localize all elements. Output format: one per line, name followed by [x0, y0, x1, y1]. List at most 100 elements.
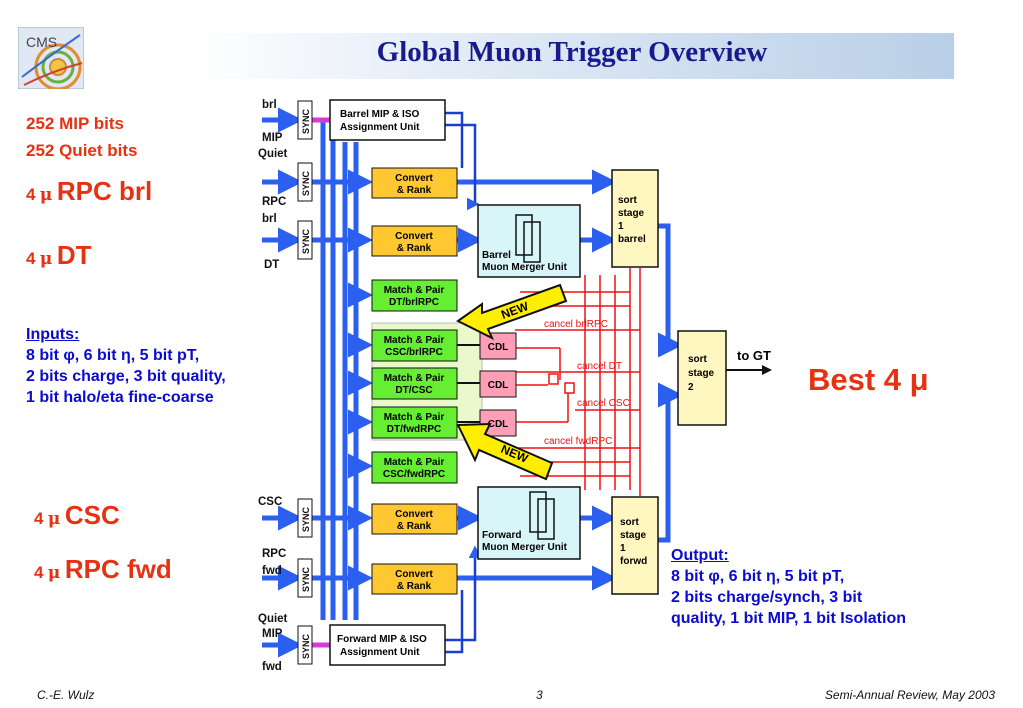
csc-text: CSC — [64, 500, 120, 530]
inputs-block: Inputs: 8 bit φ, 6 bit η, 5 bit pT, 2 bi… — [26, 324, 226, 408]
to-gt-label: to GT — [737, 348, 771, 363]
sort-stage-2-labels: sort stage 2 — [688, 354, 715, 393]
forward-mip-text-2: Assignment Unit — [340, 647, 420, 658]
quiet-bits-label: 252 Quiet bits — [26, 141, 138, 160]
input-label-fwd-2: fwd — [262, 661, 282, 673]
barrel-merger-text-2: Muon Merger Unit — [482, 262, 568, 273]
sort-label: sort — [618, 195, 638, 206]
sync-label: SYNC — [301, 108, 311, 134]
rpc-brl-label: 4 μ RPC brl — [26, 176, 152, 209]
dt-label: 4 μ DT — [26, 240, 92, 273]
title-band — [190, 33, 954, 79]
input-label-rpc: RPC — [262, 196, 286, 208]
barrel-mip-text-2: Assignment Unit — [340, 122, 420, 133]
sync-boxes — [297, 100, 313, 665]
match-pair-label: DT/CSC — [395, 385, 432, 396]
cms-logo: CMS — [17, 26, 85, 91]
cancel-gate — [548, 373, 559, 385]
input-labels: brl MIP Quiet RPC brl DT CSC RPC fwd Qui… — [258, 99, 288, 673]
sort-label: 1 — [620, 543, 626, 554]
sort-label: stage — [688, 368, 715, 379]
mip-lines — [445, 111, 482, 654]
output-line-3: quality, 1 bit MIP, 1 bit Isolation — [671, 610, 906, 627]
inputs-line-2: 2 bits charge, 3 bit quality, — [26, 368, 226, 385]
forward-merger-text-1: Forward — [482, 530, 521, 541]
sort-label: 1 — [618, 221, 624, 232]
footer-author: C.-E. Wulz — [37, 688, 95, 702]
sync-label: SYNC — [301, 170, 311, 196]
dt-text: DT — [56, 240, 92, 270]
forward-merger-unit — [477, 486, 581, 560]
sync-labels: SYNC SYNC SYNC SYNC SYNC SYNC — [301, 108, 311, 659]
inputs-heading: Inputs: — [26, 326, 80, 343]
page-title: Global Muon Trigger Overview — [376, 36, 768, 68]
output-line-2: 2 bits charge/synch, 3 bit — [671, 589, 863, 606]
forward-mip-unit — [329, 624, 446, 666]
match-pair-label: CSC/fwdRPC — [383, 469, 445, 480]
sort-label: forwd — [620, 556, 647, 567]
count-label: 4 — [26, 249, 36, 268]
footer-event: Semi-Annual Review, May 2003 — [824, 688, 995, 702]
new-arrow-top: NEW — [456, 283, 568, 341]
rpc-fwd-text: RPC fwd — [64, 554, 172, 584]
cdl-label: CDL — [488, 419, 509, 430]
rpc-fwd-label: 4 μ RPC fwd — [34, 554, 172, 587]
rank-label: & Rank — [397, 581, 432, 592]
count-label: 4 — [26, 185, 36, 204]
barrel-merger-icon — [515, 214, 541, 263]
inputs-line-3: 1 bit halo/eta fine-coarse — [26, 389, 214, 406]
sort-stage-1-forward — [611, 496, 659, 595]
sort-label: barrel — [618, 234, 646, 245]
input-label-quiet-2: Quiet — [258, 613, 288, 625]
output-block: Output: 8 bit φ, 6 bit η, 5 bit pT, 2 bi… — [671, 545, 906, 629]
convert-units — [371, 167, 458, 595]
cancel-fwdrpc-label: cancel fwdRPC — [544, 436, 612, 447]
count-label: 4 — [34, 563, 44, 582]
rpc-brl-text: RPC brl — [56, 176, 153, 206]
sync-label: SYNC — [301, 506, 311, 532]
count-label: 4 — [34, 509, 44, 528]
barrel-merger-text-1: Barrel — [482, 250, 511, 261]
match-pair-units — [371, 279, 458, 484]
cdl-connectors — [457, 344, 480, 423]
convert-label: Convert — [395, 509, 433, 520]
input-label-csc: CSC — [258, 496, 282, 508]
footer-page-number: 3 — [536, 688, 543, 702]
bus-lines — [262, 107, 683, 658]
sync-label: SYNC — [301, 228, 311, 254]
cancel-dt-label: cancel DT — [577, 361, 622, 372]
cancel-brlrpc-label: cancel brlRPC — [544, 319, 608, 330]
match-pair-labels: Match & Pair DT/brlRPC Match & Pair CSC/… — [383, 285, 445, 480]
sort-label: stage — [618, 208, 645, 219]
cancel-gate — [564, 382, 575, 394]
input-label-brl-2: brl — [262, 213, 277, 225]
mu-symbol: μ — [47, 563, 61, 583]
input-label-mip: MIP — [262, 132, 283, 144]
convert-label: Convert — [395, 173, 433, 184]
sort-label: stage — [620, 530, 647, 541]
output-line-1: 8 bit φ, 6 bit η, 5 bit pT, — [671, 568, 845, 585]
output-heading: Output: — [671, 547, 729, 564]
barrel-mip-unit — [329, 99, 446, 141]
csc-label: 4 μ CSC — [34, 500, 120, 533]
input-label-quiet: Quiet — [258, 148, 288, 160]
cancel-csc-label: cancel CSC — [577, 398, 630, 409]
cdl-labels: CDL CDL CDL — [488, 342, 509, 430]
sort-stage-1-barrel-labels: sort stage 1 barrel — [618, 195, 646, 245]
match-pair-label: CSC/brlRPC — [385, 347, 443, 358]
rank-label: & Rank — [397, 521, 432, 532]
sort-stage-2 — [677, 330, 727, 426]
input-label-fwd: fwd — [262, 565, 282, 577]
match-pair-label: Match & Pair — [384, 412, 445, 423]
rank-label: & Rank — [397, 243, 432, 254]
match-pair-label: Match & Pair — [384, 457, 445, 468]
sort-stage-1-barrel — [611, 169, 659, 268]
match-pair-label: Match & Pair — [384, 285, 445, 296]
forward-merger-text-2: Muon Merger Unit — [482, 542, 568, 553]
match-pair-label: Match & Pair — [384, 373, 445, 384]
svg-text:CMS: CMS — [26, 34, 57, 50]
input-label-brl: brl — [262, 99, 277, 111]
cancel-labels: cancel brlRPC cancel DT cancel CSC cance… — [544, 319, 630, 447]
convert-labels: Convert & Rank Convert & Rank Convert & … — [395, 173, 433, 592]
